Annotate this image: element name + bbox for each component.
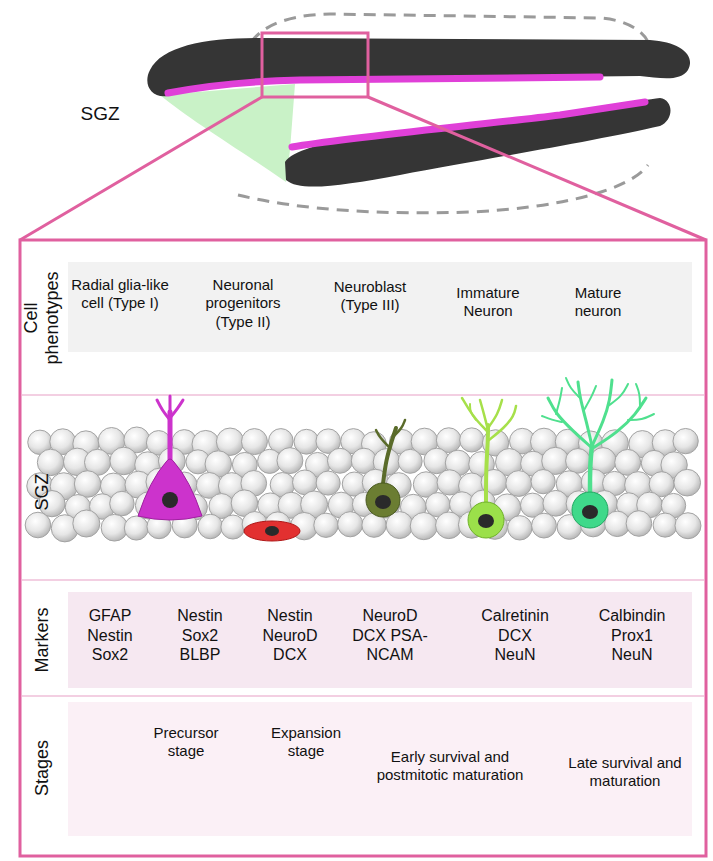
cell-text: Late survival and maturation [554, 754, 696, 791]
granule-cell [316, 471, 340, 495]
row-header: SGZ [32, 452, 53, 532]
granule-cell [674, 469, 701, 496]
row-separator [22, 394, 704, 396]
cell-text: Nestin Sox2 BLBP [169, 606, 231, 665]
nucleus [162, 492, 178, 508]
dendrite [593, 398, 646, 448]
row-separator [22, 579, 704, 581]
row-header: Markers [32, 590, 53, 690]
dendrite [489, 406, 516, 440]
dendrite [608, 384, 628, 406]
granule-cell [566, 449, 591, 474]
radial-glia-cell [138, 459, 202, 520]
granule-cell [543, 490, 569, 516]
cell-text: Expansion stage [264, 724, 348, 761]
granule-cell [198, 514, 223, 539]
granule-cell [437, 470, 462, 495]
cell-text: Mature neuron [560, 284, 636, 321]
dendrite [584, 386, 596, 410]
granule-cell [110, 491, 134, 515]
dendrite [470, 404, 476, 420]
dendrite [488, 400, 502, 428]
granule-cell [25, 512, 51, 538]
granule-cell [314, 513, 338, 537]
granule-cell [73, 510, 100, 537]
radial-process [169, 396, 172, 412]
granule-cell [124, 516, 148, 540]
cell-text: NeuroD DCX PSA-NCAM [344, 606, 436, 665]
phenotype-band: Radial glia-like cell (Type I) Neuronal p… [68, 262, 692, 352]
row-separator [22, 695, 704, 697]
granule-cell [338, 512, 363, 537]
granule-cell [532, 513, 557, 538]
dendrite [636, 384, 640, 408]
marker-band: GFAP Nestin Sox2 Nestin Sox2 BLBP Nestin N… [68, 592, 692, 688]
sgz-line [168, 77, 600, 93]
granule-cell [398, 449, 422, 473]
radial-process [170, 400, 183, 418]
dendrite [486, 425, 488, 502]
region-label: SGZ [70, 103, 130, 125]
row-header: Cell phenotypes [21, 268, 62, 368]
zoom-line [368, 97, 706, 240]
radial-process [157, 400, 170, 420]
granule-cell [327, 448, 352, 473]
cell-text: GFAP Nestin Sox2 [79, 606, 141, 665]
zoom-line [20, 97, 262, 240]
granule-cell [673, 428, 698, 453]
granule-cell [506, 471, 532, 497]
dendrite [556, 388, 562, 414]
granule-cell [37, 449, 63, 475]
zoom-panel [20, 240, 706, 856]
cell-text: Nestin NeuroD DCX [257, 606, 323, 665]
nucleus [478, 514, 494, 528]
cell-text: Immature Neuron [446, 284, 530, 321]
granule-cell [460, 428, 484, 452]
nucleus [582, 505, 598, 519]
granule-cell [653, 513, 677, 537]
nucleus [265, 526, 279, 536]
neurite [394, 420, 405, 436]
granule-cell [410, 512, 437, 539]
neuroblast-cell [366, 483, 400, 517]
mature-neuron [572, 492, 608, 528]
granule-cell [626, 511, 652, 537]
granule-cell [221, 515, 245, 539]
dendrite [542, 416, 562, 422]
cell-text: Neuroblast (Type III) [320, 278, 420, 315]
granule-cell [508, 516, 532, 540]
granule-cell [277, 448, 303, 474]
dendrite [628, 414, 654, 420]
dendrite [578, 382, 592, 446]
granule-cell [110, 447, 138, 475]
zoom-box [262, 33, 368, 97]
sgz-region [160, 84, 295, 182]
granule-cell [675, 513, 701, 539]
granule-cell [74, 471, 101, 498]
granule-cell [531, 470, 555, 494]
row-header: Stages [32, 718, 53, 818]
nucleus [375, 495, 391, 509]
cell-text: Precursor stage [144, 724, 228, 761]
dendrite [590, 445, 592, 492]
cell-text: Calbindin Prox1 NeuN [593, 606, 671, 665]
dendrite [480, 400, 488, 430]
immature-neuron [468, 502, 504, 538]
cell-text: Early survival and postmitotic maturatio… [374, 748, 526, 785]
dendrite [462, 398, 488, 432]
granule-layer-upper [147, 38, 690, 96]
neurogenesis-cells [138, 378, 654, 541]
progenitor-cell [244, 521, 300, 541]
neurite [376, 430, 390, 448]
cell-text: Radial glia-like cell (Type I) [71, 276, 169, 313]
dendrite [566, 378, 580, 398]
stage-band: Precursor stage Expansion stageEarly surv… [68, 702, 692, 836]
cell-text: Neuronal progenitors (Type II) [193, 276, 293, 331]
cell-text: Calretinin DCX NeuN [476, 606, 554, 665]
